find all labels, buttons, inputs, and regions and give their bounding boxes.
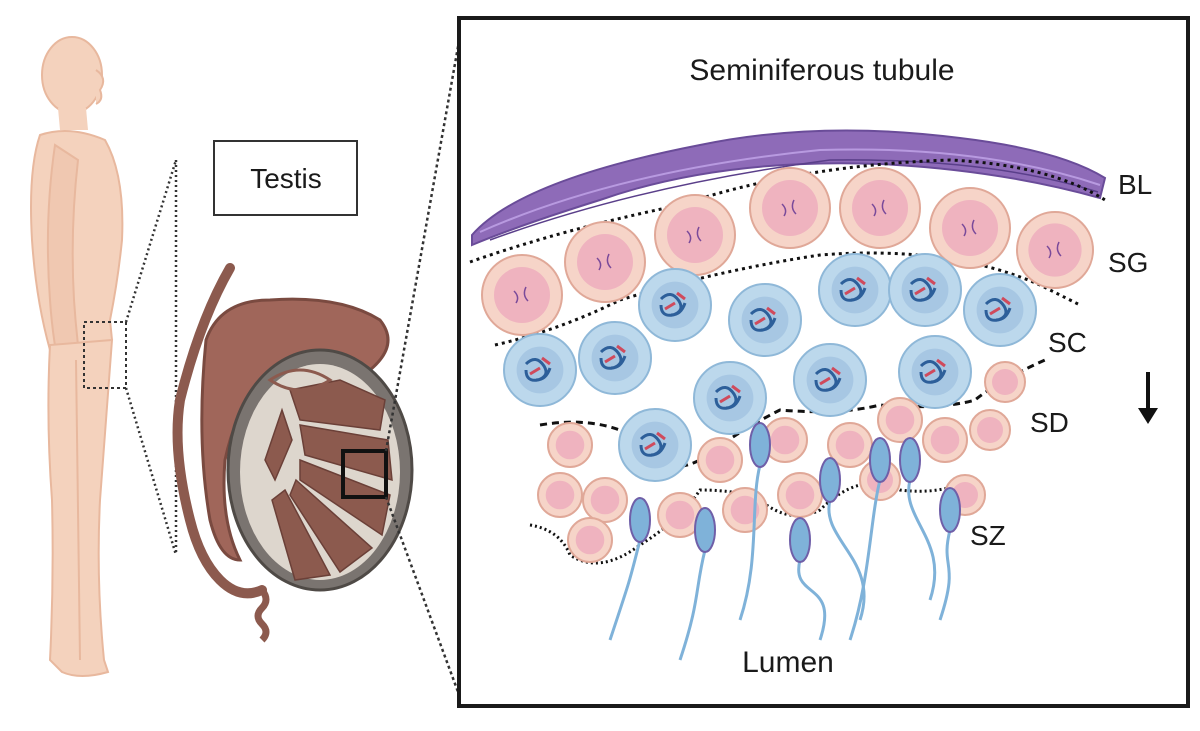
testis-label: Testis [250,163,322,194]
spermatogonium-cell [839,167,921,249]
zoom-line [384,496,463,701]
label-lumen: Lumen [742,646,834,679]
spermatid-cell [582,477,628,523]
spermatocyte-cell [503,333,577,407]
spermatid-cell [697,437,743,483]
cell-layer [481,167,1094,661]
spermatid-cell [777,472,823,518]
basal-lamina [471,129,1107,247]
human-figure-illustration [30,36,127,677]
spermatogonium-cell [654,194,736,276]
spermatocyte-cell [888,253,962,327]
spermatocyte-cell [898,335,972,409]
spermatogonium-cell [1016,211,1094,289]
spermatid-cell [547,422,593,468]
label-sz: SZ [970,520,1006,551]
spermatozoon-cell [789,517,827,641]
spermatogonium-cell [929,187,1011,269]
spermatozoon-cell [848,437,891,641]
spermatogonium-cell [749,167,831,249]
spermatid-cell [762,417,808,463]
spermatozoon-cell [738,422,771,621]
spermatid-cell [984,361,1026,403]
zoom-line [384,29,463,452]
spermatozoon-cell [608,497,651,641]
boundary-line [469,158,1106,264]
spermatozoon-cell [819,457,866,621]
spermatocyte-cell [793,343,867,417]
spermatocyte-cell [638,268,712,342]
spermatid-cell [537,472,583,518]
spermatocyte-cell [618,408,692,482]
testis-illustration [172,263,414,643]
zoom-line [124,387,178,556]
label-sc: SC [1048,327,1087,358]
spermatid-cell [722,487,768,533]
panel-title: Seminiferous tubule [689,54,954,87]
boundary-line [539,358,1046,469]
label-bl: BL [1118,169,1152,200]
spermatid-cell [567,517,613,563]
spermatocyte-cell [578,321,652,395]
spermatid-cell [877,397,923,443]
zoom-line [124,159,178,323]
spermatocyte-cell [818,253,892,327]
spermatid-cell [969,409,1011,451]
spermatozoon-cell [938,487,961,621]
spermatocyte-cell [728,283,802,357]
spermatogonium-cell [481,254,563,336]
label-sg: SG [1108,247,1148,278]
differentiation-arrow-icon [1138,372,1158,424]
spermatozoon-cell [678,507,716,661]
spermatocyte-cell [693,361,767,435]
testis-label-box [213,140,358,216]
spermatozoon-cell [899,437,937,601]
spermatid-cell [827,422,873,468]
spermatocyte-cell [963,273,1037,347]
spermatogonium-cell [564,221,646,303]
label-sd: SD [1030,407,1069,438]
spermatid-cell [922,417,968,463]
